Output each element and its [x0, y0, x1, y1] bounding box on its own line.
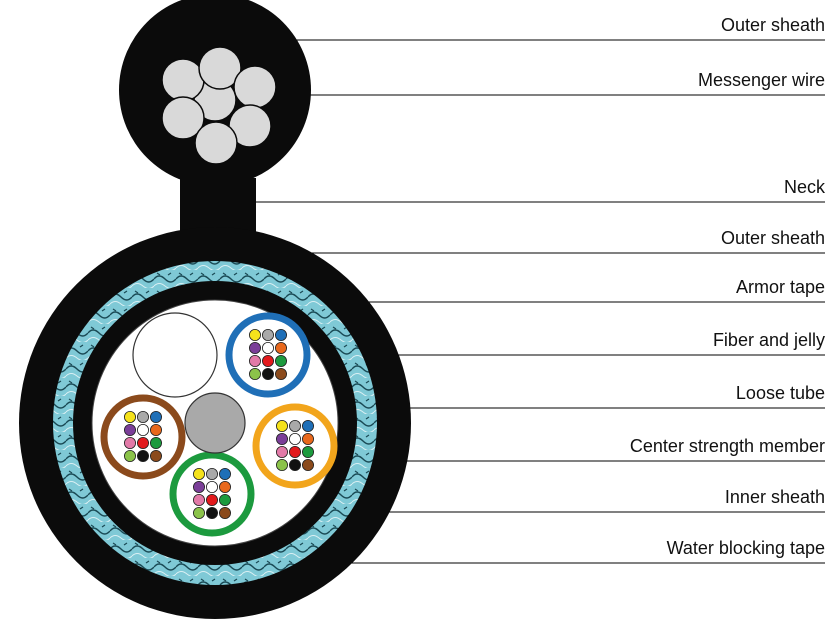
fiber [218, 467, 231, 480]
fiber [124, 436, 137, 449]
fiber [288, 458, 301, 471]
callout-label: Center strength member [630, 436, 825, 456]
fiber [192, 467, 205, 480]
filler-rod [132, 312, 218, 398]
wire-strand [198, 46, 242, 90]
fiber [261, 341, 274, 354]
fiber [124, 423, 137, 436]
fiber [275, 445, 288, 458]
wire-strand [194, 121, 238, 165]
fiber [301, 419, 314, 432]
fiber [136, 410, 149, 423]
fiber [136, 449, 149, 462]
fiber [288, 432, 301, 445]
fiber [149, 410, 162, 423]
fiber [275, 419, 288, 432]
fiber [192, 480, 205, 493]
main-cable [19, 227, 411, 619]
loose-tubes [100, 312, 338, 537]
messenger-wire [161, 46, 277, 165]
callout-label: Outer sheath [721, 228, 825, 248]
fiber [248, 341, 261, 354]
fiber [274, 328, 287, 341]
fiber [218, 506, 231, 519]
wire-strand [161, 58, 205, 102]
fiber [288, 445, 301, 458]
fiber [124, 410, 137, 423]
fiber [275, 432, 288, 445]
center-strength-member [184, 392, 246, 454]
fiber [136, 436, 149, 449]
fiber [288, 419, 301, 432]
loose-tube [169, 451, 255, 537]
fiber [301, 458, 314, 471]
wire-strand [161, 96, 205, 140]
fiber [301, 445, 314, 458]
callout-label: Neck [784, 177, 826, 197]
tube-wall [100, 394, 186, 480]
fiber [248, 354, 261, 367]
fiber [205, 506, 218, 519]
loose-tube [225, 312, 311, 398]
fiber [275, 458, 288, 471]
fiber [192, 506, 205, 519]
fiber [248, 328, 261, 341]
tube-wall [169, 451, 255, 537]
fiber [205, 467, 218, 480]
loose-tube [100, 394, 186, 480]
fiber [136, 423, 149, 436]
fiber [274, 341, 287, 354]
loose-tube [252, 403, 338, 489]
fiber [261, 354, 274, 367]
fiber [274, 367, 287, 380]
fiber [149, 449, 162, 462]
fiber [261, 367, 274, 380]
callout-label: Loose tube [736, 383, 825, 403]
messenger-head [119, 0, 311, 186]
fiber [248, 367, 261, 380]
wire-strand [233, 65, 277, 109]
fiber [205, 480, 218, 493]
fiber-bundle [275, 419, 314, 471]
tube-wall [252, 403, 338, 489]
callout-label: Water blocking tape [667, 538, 825, 558]
fiber [301, 432, 314, 445]
fiber [149, 436, 162, 449]
fiber [149, 423, 162, 436]
callout-label: Outer sheath [721, 15, 825, 35]
fiber-bundle [248, 328, 287, 380]
fiber [274, 354, 287, 367]
callout-label: Messenger wire [698, 70, 825, 90]
callout-label: Armor tape [736, 277, 825, 297]
callout-label: Inner sheath [725, 487, 825, 507]
fiber [261, 328, 274, 341]
fiber-bundle [192, 467, 231, 519]
fiber [205, 493, 218, 506]
tube-wall [225, 312, 311, 398]
callout-label: Fiber and jelly [713, 330, 825, 350]
fiber [218, 480, 231, 493]
fiber [192, 493, 205, 506]
fiber [218, 493, 231, 506]
fiber-bundle [124, 410, 162, 462]
fiber [124, 449, 137, 462]
